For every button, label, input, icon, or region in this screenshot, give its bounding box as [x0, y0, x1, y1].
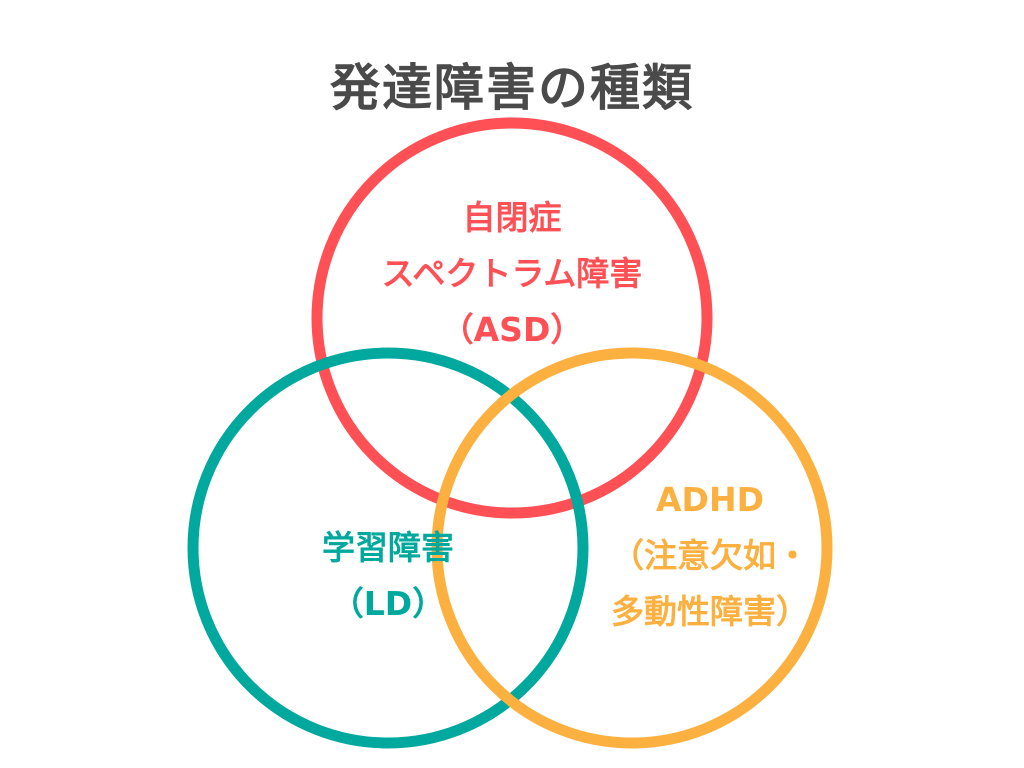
ld-circle	[187, 347, 589, 749]
asd-label: 自閉症 スペクトラム障害 （ASD）	[312, 190, 712, 358]
asd-label-line-3: （ASD）	[440, 310, 584, 349]
adhd-label-line-2: （注意欠如・	[611, 536, 809, 575]
page-title: 発達障害の種類	[330, 59, 694, 117]
adhd-circle	[431, 347, 833, 749]
ld-label: 学習障害 （LD）	[193, 520, 583, 632]
adhd-label-line-1: ADHD	[656, 480, 764, 519]
adhd-label: ADHD （注意欠如・ 多動性障害）	[580, 472, 840, 640]
ld-label-line-1: 学習障害	[322, 528, 454, 567]
ld-label-line-2: （LD）	[330, 584, 446, 623]
adhd-label-line-3: 多動性障害）	[611, 592, 809, 631]
asd-circle	[311, 117, 713, 519]
asd-label-line-2: スペクトラム障害	[381, 254, 643, 293]
asd-label-line-1: 自閉症	[462, 198, 562, 237]
